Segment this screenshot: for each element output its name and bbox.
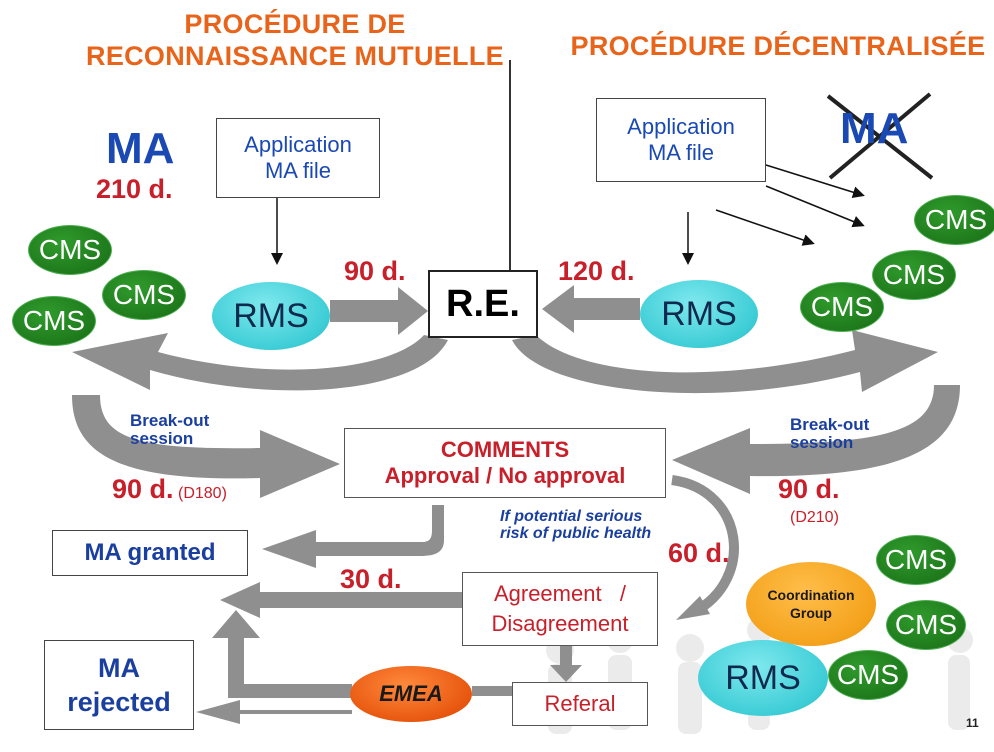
arrow-re-to-cms-left: [72, 333, 448, 391]
ma-granted-label: MA granted: [84, 539, 216, 566]
left-cms-1: CMS: [28, 225, 112, 275]
arrow-re-to-cms-right: [512, 330, 938, 394]
left-rms-label: RMS: [233, 296, 309, 335]
right-ma-crossed: MA: [840, 104, 908, 154]
arrow-app-to-cms-3: [715, 209, 815, 246]
arrow-cms-to-comments-left: [72, 395, 340, 498]
granted-duration: 30 d.: [340, 564, 402, 594]
bottom-cms-2: CMS: [886, 600, 966, 650]
right-ma-label: MA: [840, 104, 909, 153]
left-application-line2: MA file: [264, 158, 331, 183]
slide-number: 11: [966, 716, 979, 730]
agreement-line2: Disagreement: [491, 611, 629, 636]
arrow-comments-to-granted: [262, 505, 444, 568]
left-return-duration: 90 d. (D180): [112, 474, 227, 505]
right-cms-3: CMS: [800, 282, 884, 332]
arrow-rms-to-re-left: [330, 287, 428, 335]
risk-note: If potential serious risk of public heal…: [500, 508, 651, 542]
bottom-rms-label: RMS: [725, 658, 801, 697]
risk-note-line2: risk of public health: [500, 525, 652, 542]
left-title-line2: RECONNAISSANCE MUTUELLE: [86, 41, 504, 71]
bottom-cms-1: CMS: [876, 535, 956, 585]
right-rms-oval: RMS: [640, 280, 758, 348]
referal-label: Referal: [544, 691, 616, 716]
arrow-agreement-to-rejected: [220, 582, 470, 618]
arrow-comments-to-agreement: [671, 475, 739, 617]
left-cms-2-label: CMS: [112, 279, 176, 310]
re-label: R.E.: [446, 282, 520, 325]
coordination-line2: Group: [789, 605, 832, 621]
right-application-line1: Application: [627, 114, 735, 139]
bottom-cms-2-label: CMS: [894, 609, 958, 640]
left-title: PROCÉDURE DE RECONNAISSANCE MUTUELLE: [80, 8, 510, 72]
bottom-cms-1-label: CMS: [884, 544, 948, 575]
ma-rejected-line2: rejected: [67, 687, 171, 717]
left-to-re-duration: 90 d.: [344, 256, 406, 286]
arrow-emea-to-rejected-up: [212, 610, 352, 698]
bottom-cms-3: CMS: [828, 650, 908, 700]
left-title-line1: PROCÉDURE DE: [184, 9, 406, 39]
left-cms-3-label: CMS: [22, 305, 86, 336]
left-application-line1: Application: [244, 132, 352, 157]
right-title: PROCÉDURE DÉCENTRALISÉE: [570, 31, 986, 61]
arrow-comments-to-agreement-head: [676, 596, 710, 620]
right-return-duration: 90 d. (D210): [778, 474, 888, 527]
right-breakout-label: Break-out session: [790, 416, 869, 452]
emea-label: EMEA: [379, 681, 443, 706]
right-breakout-line2: session: [790, 433, 854, 452]
left-breakout-line1: Break-out: [130, 411, 210, 430]
coordination-line1: Coordination: [767, 587, 855, 603]
arrow-app-to-cms-1: [765, 164, 865, 199]
left-breakout-label: Break-out session: [130, 412, 209, 448]
risk-note-line1: If potential serious: [500, 508, 643, 525]
right-application-line2: MA file: [647, 140, 714, 165]
left-rms-oval: RMS: [212, 282, 330, 350]
arrow-agreement-to-referal: [550, 645, 582, 682]
comments-subtitle: Approval / No approval: [384, 463, 626, 488]
cross-line-2: [828, 92, 932, 180]
emea-oval: EMEA: [350, 666, 472, 722]
risk-duration: 60 d.: [668, 538, 730, 568]
left-ma-label: MA: [106, 124, 175, 173]
right-cms-3-label: CMS: [810, 291, 874, 322]
right-cms-1-label: CMS: [924, 204, 988, 235]
arrow-referal-to-emea: [472, 686, 512, 696]
comments-box: COMMENTS Approval / No approval: [344, 428, 666, 498]
ma-rejected-box: MA rejected: [44, 640, 194, 730]
coordination-group-oval: Coordination Group: [746, 562, 876, 646]
left-cms-2: CMS: [102, 270, 186, 320]
right-return-duration-value: 90 d.: [778, 474, 840, 504]
arrow-cms-to-comments-right: [672, 385, 960, 494]
agreement-box: Agreement / Disagreement: [462, 572, 658, 646]
right-cms-2-label: CMS: [882, 259, 946, 290]
bottom-cms-3-label: CMS: [836, 659, 900, 690]
right-breakout-line1: Break-out: [790, 415, 870, 434]
agreement-line1: Agreement /: [493, 581, 627, 606]
arrow-app-to-cms-2: [765, 185, 865, 228]
right-rms-label: RMS: [661, 294, 737, 333]
left-return-duration-value: 90 d.: [112, 474, 174, 504]
left-cms-3: CMS: [12, 296, 96, 346]
right-to-re-duration: 120 d.: [558, 256, 635, 286]
comments-title: COMMENTS: [440, 437, 570, 462]
ma-granted-box: MA granted: [52, 530, 248, 576]
arrow-emea-to-rejected-left: [196, 700, 352, 724]
right-cms-2: CMS: [872, 250, 956, 300]
left-ma-duration: 210 d.: [96, 174, 173, 204]
referal-box: Referal: [512, 682, 648, 726]
right-return-day: (D210): [790, 509, 839, 526]
right-cms-1: CMS: [914, 195, 994, 245]
left-return-day: (D180): [177, 485, 227, 502]
arrow-rms-to-re-right: [542, 285, 640, 333]
left-breakout-line2: session: [130, 429, 194, 448]
bottom-rms-oval: RMS: [698, 640, 828, 716]
left-cms-1-label: CMS: [38, 234, 102, 265]
re-box: R.E.: [428, 270, 538, 338]
ma-rejected-line1: MA: [98, 653, 140, 683]
